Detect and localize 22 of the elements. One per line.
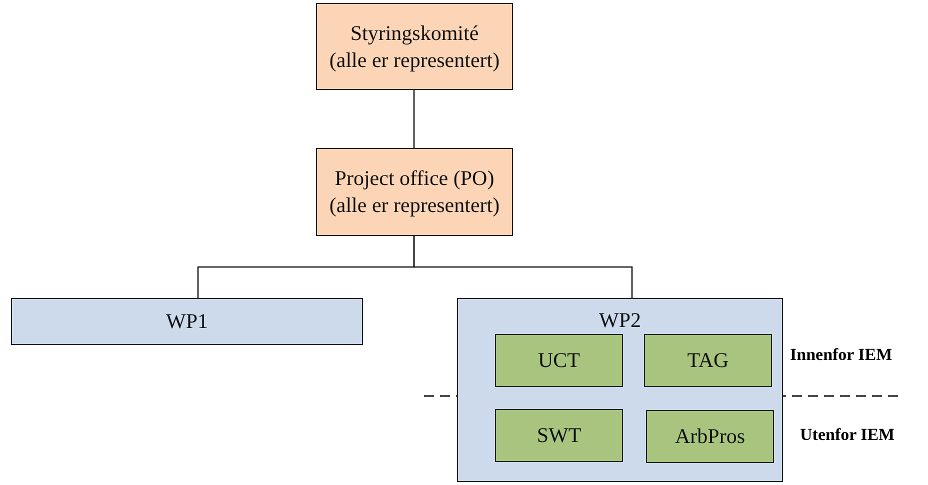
node-text: (alle er representert) — [329, 46, 500, 74]
org-box — [316, 3, 513, 90]
group-box — [495, 334, 623, 387]
org-box — [316, 148, 513, 236]
node-text: WP2 — [599, 307, 641, 334]
work-package-box — [11, 298, 363, 345]
node-text: UCT — [538, 347, 580, 374]
work-package-box — [457, 298, 783, 482]
group-box — [495, 409, 623, 462]
side-label: Innenfor IEM — [790, 345, 892, 365]
node-text: (alle er representert) — [329, 192, 500, 219]
connector-line — [413, 90, 415, 148]
node-text: Project office (PO) — [334, 165, 494, 192]
node-text: SWT — [536, 422, 582, 449]
group-box — [644, 334, 772, 387]
connector-line — [413, 236, 633, 298]
node-text: WP1 — [166, 308, 208, 335]
node-text: TAG — [687, 347, 729, 374]
node-text: ArbPros — [674, 423, 745, 450]
node-text: Styringskomité — [350, 20, 479, 46]
side-label: Utenfor IEM — [800, 425, 895, 445]
group-box — [646, 410, 774, 463]
